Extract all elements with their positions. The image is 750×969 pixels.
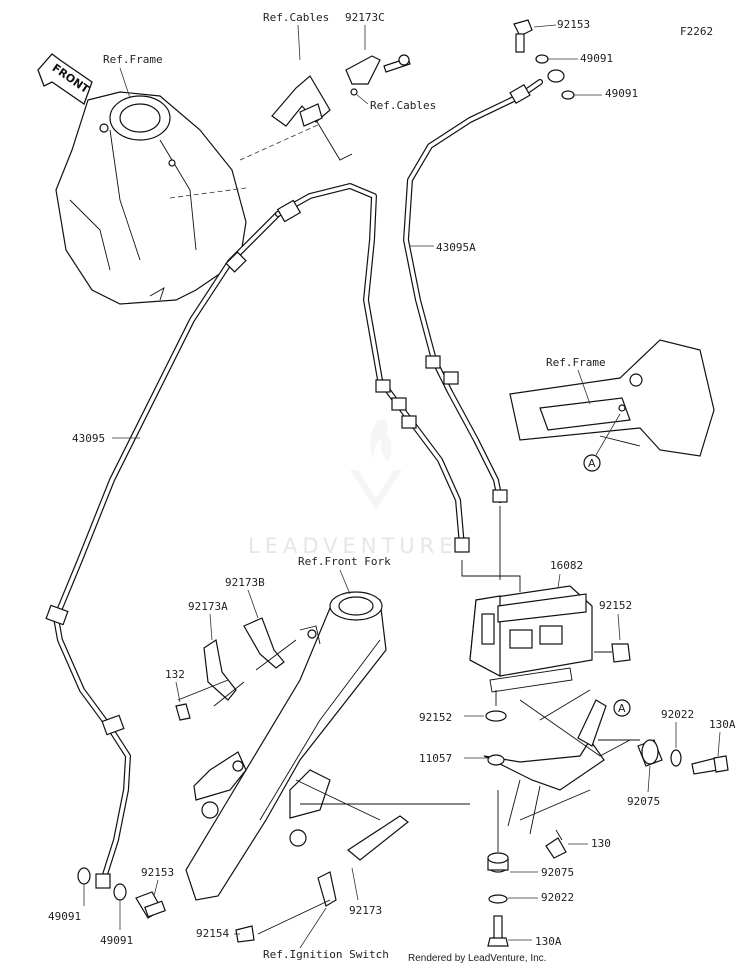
watermark-text: LEADVENTURE bbox=[248, 534, 458, 558]
banjo-bolt-92153-top bbox=[513, 19, 533, 53]
front-arrow-icon: FRONT bbox=[37, 53, 93, 106]
credit-text: Rendered by LeadVenture, Inc. bbox=[408, 953, 546, 964]
ref-front-fork-label: Ref.Front Fork bbox=[298, 555, 391, 568]
part-130a-bottom-label: 130A bbox=[535, 935, 562, 948]
damper-92075-right bbox=[637, 739, 663, 767]
part-92152-right-label: 92152 bbox=[599, 599, 632, 612]
brake-hose-43095a bbox=[403, 79, 543, 503]
part-49091-bl-2-label: 49091 bbox=[100, 934, 133, 947]
ref-frame-right-label: Ref.Frame bbox=[546, 356, 606, 369]
part-49091-bl-1-label: 49091 bbox=[48, 910, 81, 923]
part-92152-left-label: 92152 bbox=[419, 711, 452, 724]
collar-92022-bottom bbox=[488, 894, 508, 904]
part-43095-label: 43095 bbox=[72, 432, 105, 445]
grommet-92152-right bbox=[594, 643, 631, 663]
cable-clamp-drawing bbox=[239, 54, 411, 161]
part-132-label: 132 bbox=[165, 668, 185, 681]
hose-clamps-92173a-b bbox=[175, 617, 297, 721]
callout-a-1: A bbox=[588, 457, 596, 470]
washer-49091-top bbox=[535, 54, 575, 100]
ref-cables-label-2: Ref.Cables bbox=[370, 99, 436, 112]
ref-frame-top-label: Ref.Frame bbox=[103, 53, 163, 66]
banjo-bolt-92153-bottom bbox=[135, 891, 166, 919]
part-92153-bottom-label: 92153 bbox=[141, 866, 174, 879]
part-43095a-label: 43095A bbox=[436, 241, 476, 254]
brake-hose-43095 bbox=[45, 183, 470, 889]
part-92075-right-label: 92075 bbox=[627, 795, 660, 808]
bolt-130 bbox=[545, 829, 567, 859]
part-92173-label: 92173 bbox=[349, 904, 382, 917]
damper-92075-bottom bbox=[487, 790, 509, 873]
part-92173a-label: 92173A bbox=[188, 600, 228, 613]
ref-cables-label-1: Ref.Cables bbox=[263, 11, 329, 24]
hose-clamp-92173 bbox=[235, 779, 470, 943]
part-49091-top-1-label: 49091 bbox=[580, 52, 613, 65]
bolt-130a-bottom bbox=[487, 915, 509, 947]
part-92022-bottom-label: 92022 bbox=[541, 891, 574, 904]
abs-unit-16082 bbox=[461, 506, 593, 693]
part-11057-label: 11057 bbox=[419, 752, 452, 765]
ref-ignition-switch-label: Ref.Ignition Switch bbox=[263, 948, 389, 961]
grommet-92152-left bbox=[485, 690, 507, 722]
callout-a-circle-2 bbox=[613, 699, 631, 717]
bracket-11057 bbox=[483, 689, 640, 835]
watermark-logo bbox=[350, 420, 402, 510]
part-92173b-label: 92173B bbox=[225, 576, 265, 589]
part-92075-bottom-label: 92075 bbox=[541, 866, 574, 879]
part-16082-label: 16082 bbox=[550, 559, 583, 572]
part-130-label: 130 bbox=[591, 837, 611, 850]
part-92153-top-label: 92153 bbox=[557, 18, 590, 31]
part-92022-top-label: 92022 bbox=[661, 708, 694, 721]
part-49091-top-2-label: 49091 bbox=[605, 87, 638, 100]
front-fork-drawing bbox=[185, 591, 387, 901]
frame-head-drawing bbox=[55, 91, 247, 305]
part-130a-top-label: 130A bbox=[709, 718, 736, 731]
collar-92022-top bbox=[670, 749, 682, 767]
diagram-code: F2262 bbox=[680, 25, 713, 38]
part-92173c-label: 92173C bbox=[345, 11, 385, 24]
callout-a-circle-1 bbox=[583, 454, 601, 472]
callout-a-2: A bbox=[618, 702, 626, 715]
frame-right-drawing bbox=[509, 339, 715, 457]
bolt-130a-top bbox=[691, 755, 729, 775]
washers-49091-bottom bbox=[77, 867, 127, 901]
part-92154-label: 92154 bbox=[196, 927, 229, 940]
